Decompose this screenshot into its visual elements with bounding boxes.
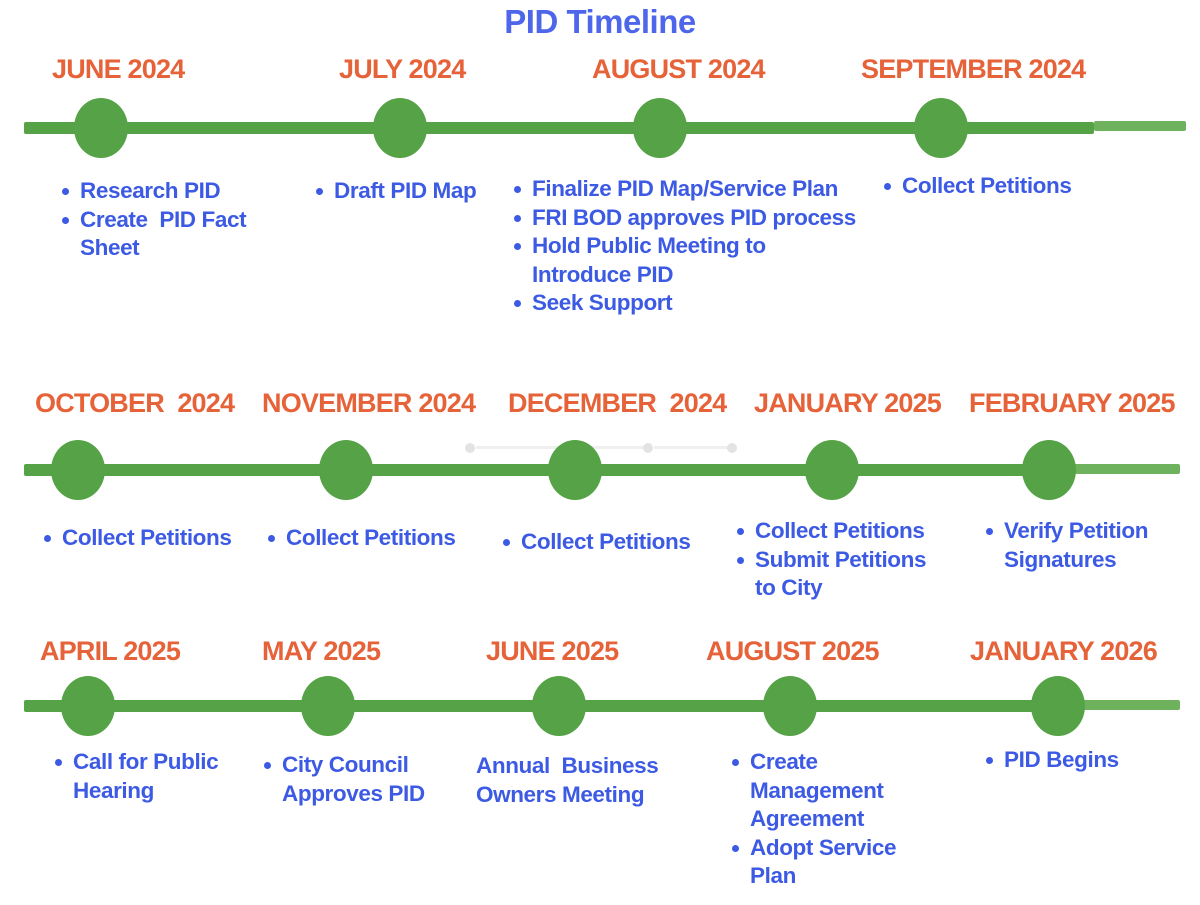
month-label-may-2025: MAY 2025 (262, 636, 381, 666)
milestone-dot-october-2024 (51, 440, 105, 500)
faded-connector-line (654, 446, 728, 449)
month-label-august-2024: AUGUST 2024 (592, 54, 766, 84)
item-list-january-2026: PID Begins (982, 746, 1182, 775)
item-list-september-2024: Collect Petitions (880, 172, 1120, 201)
milestone-dot-april-2025 (61, 676, 115, 736)
faded-connector-dot (727, 443, 737, 453)
list-item: Submit Petitions to City (733, 546, 973, 603)
list-item: Call for Public Hearing (51, 748, 271, 805)
item-list-february-2025: Verify Petition Signatures (982, 517, 1200, 574)
list-item: FRI BOD approves PID process (510, 204, 870, 233)
list-item: Research PID (58, 177, 308, 206)
faded-connector-dot (465, 443, 475, 453)
list-item: Draft PID Map (312, 177, 532, 206)
faded-connector-dot (643, 443, 653, 453)
page-title: PID Timeline (504, 3, 696, 40)
item-list-december-2024: Collect Petitions (499, 528, 739, 557)
milestone-dot-july-2024 (373, 98, 427, 158)
item-list-june-2024: Research PID Create PID Fact Sheet (58, 177, 308, 263)
list-item: Collect Petitions (264, 524, 504, 553)
item-list-july-2024: Draft PID Map (312, 177, 532, 206)
list-item: City Council Approves PID (260, 751, 480, 808)
month-label-september-2024: SEPTEMBER 2024 (861, 54, 1086, 84)
month-label-october-2024: OCTOBER 2024 (35, 388, 235, 418)
timeline-line-tail (1075, 700, 1180, 710)
milestone-dot-june-2024 (74, 98, 128, 158)
milestone-dot-september-2024 (914, 98, 968, 158)
milestone-dot-december-2024 (548, 440, 602, 500)
month-label-august-2025: AUGUST 2025 (706, 636, 880, 666)
month-label-february-2025: FEBRUARY 2025 (969, 388, 1175, 418)
timeline-line-tail (1062, 464, 1180, 474)
list-item: Finalize PID Map/Service Plan (510, 175, 870, 204)
item-list-may-2025: City Council Approves PID (260, 751, 480, 808)
month-label-july-2024: JULY 2024 (339, 54, 466, 84)
timeline-line (24, 464, 1062, 476)
timeline-line (24, 122, 1094, 134)
milestone-dot-january-2026 (1031, 676, 1085, 736)
milestone-dot-february-2025 (1022, 440, 1076, 500)
item-list-november-2024: Collect Petitions (264, 524, 504, 553)
month-label-june-2024: JUNE 2024 (52, 54, 185, 84)
item-list-june-2025: Annual Business Owners Meeting (476, 752, 706, 809)
list-item: Create PID Fact Sheet (58, 206, 308, 263)
list-item: Annual Business Owners Meeting (476, 753, 659, 807)
month-label-january-2026: JANUARY 2026 (970, 636, 1158, 666)
timeline-line-tail (1094, 121, 1186, 131)
list-item: Collect Petitions (40, 524, 280, 553)
list-item: Verify Petition Signatures (982, 517, 1200, 574)
month-label-january-2025: JANUARY 2025 (754, 388, 942, 418)
month-label-june-2025: JUNE 2025 (486, 636, 619, 666)
list-item: Create Management Agreement (728, 748, 948, 834)
month-label-november-2024: NOVEMBER 2024 (262, 388, 476, 418)
item-list-january-2025: Collect Petitions Submit Petitions to Ci… (733, 517, 973, 603)
milestone-dot-june-2025 (532, 676, 586, 736)
milestone-dot-january-2025 (805, 440, 859, 500)
milestone-dot-august-2024 (633, 98, 687, 158)
list-item: Adopt Service Plan (728, 834, 948, 891)
list-item: Seek Support (510, 289, 870, 318)
milestone-dot-november-2024 (319, 440, 373, 500)
item-list-april-2025: Call for Public Hearing (51, 748, 271, 805)
milestone-dot-august-2025 (763, 676, 817, 736)
list-item: PID Begins (982, 746, 1182, 775)
list-item: Hold Public Meeting to Introduce PID (510, 232, 870, 289)
milestone-dot-may-2025 (301, 676, 355, 736)
month-label-april-2025: APRIL 2025 (40, 636, 181, 666)
list-item: Collect Petitions (880, 172, 1120, 201)
item-list-october-2024: Collect Petitions (40, 524, 280, 553)
list-item: Collect Petitions (499, 528, 739, 557)
item-list-august-2025: Create Management Agreement Adopt Servic… (728, 748, 948, 891)
month-label-december-2024: DECEMBER 2024 (508, 388, 727, 418)
item-list-august-2024: Finalize PID Map/Service Plan FRI BOD ap… (510, 175, 870, 318)
list-item: Collect Petitions (733, 517, 973, 546)
